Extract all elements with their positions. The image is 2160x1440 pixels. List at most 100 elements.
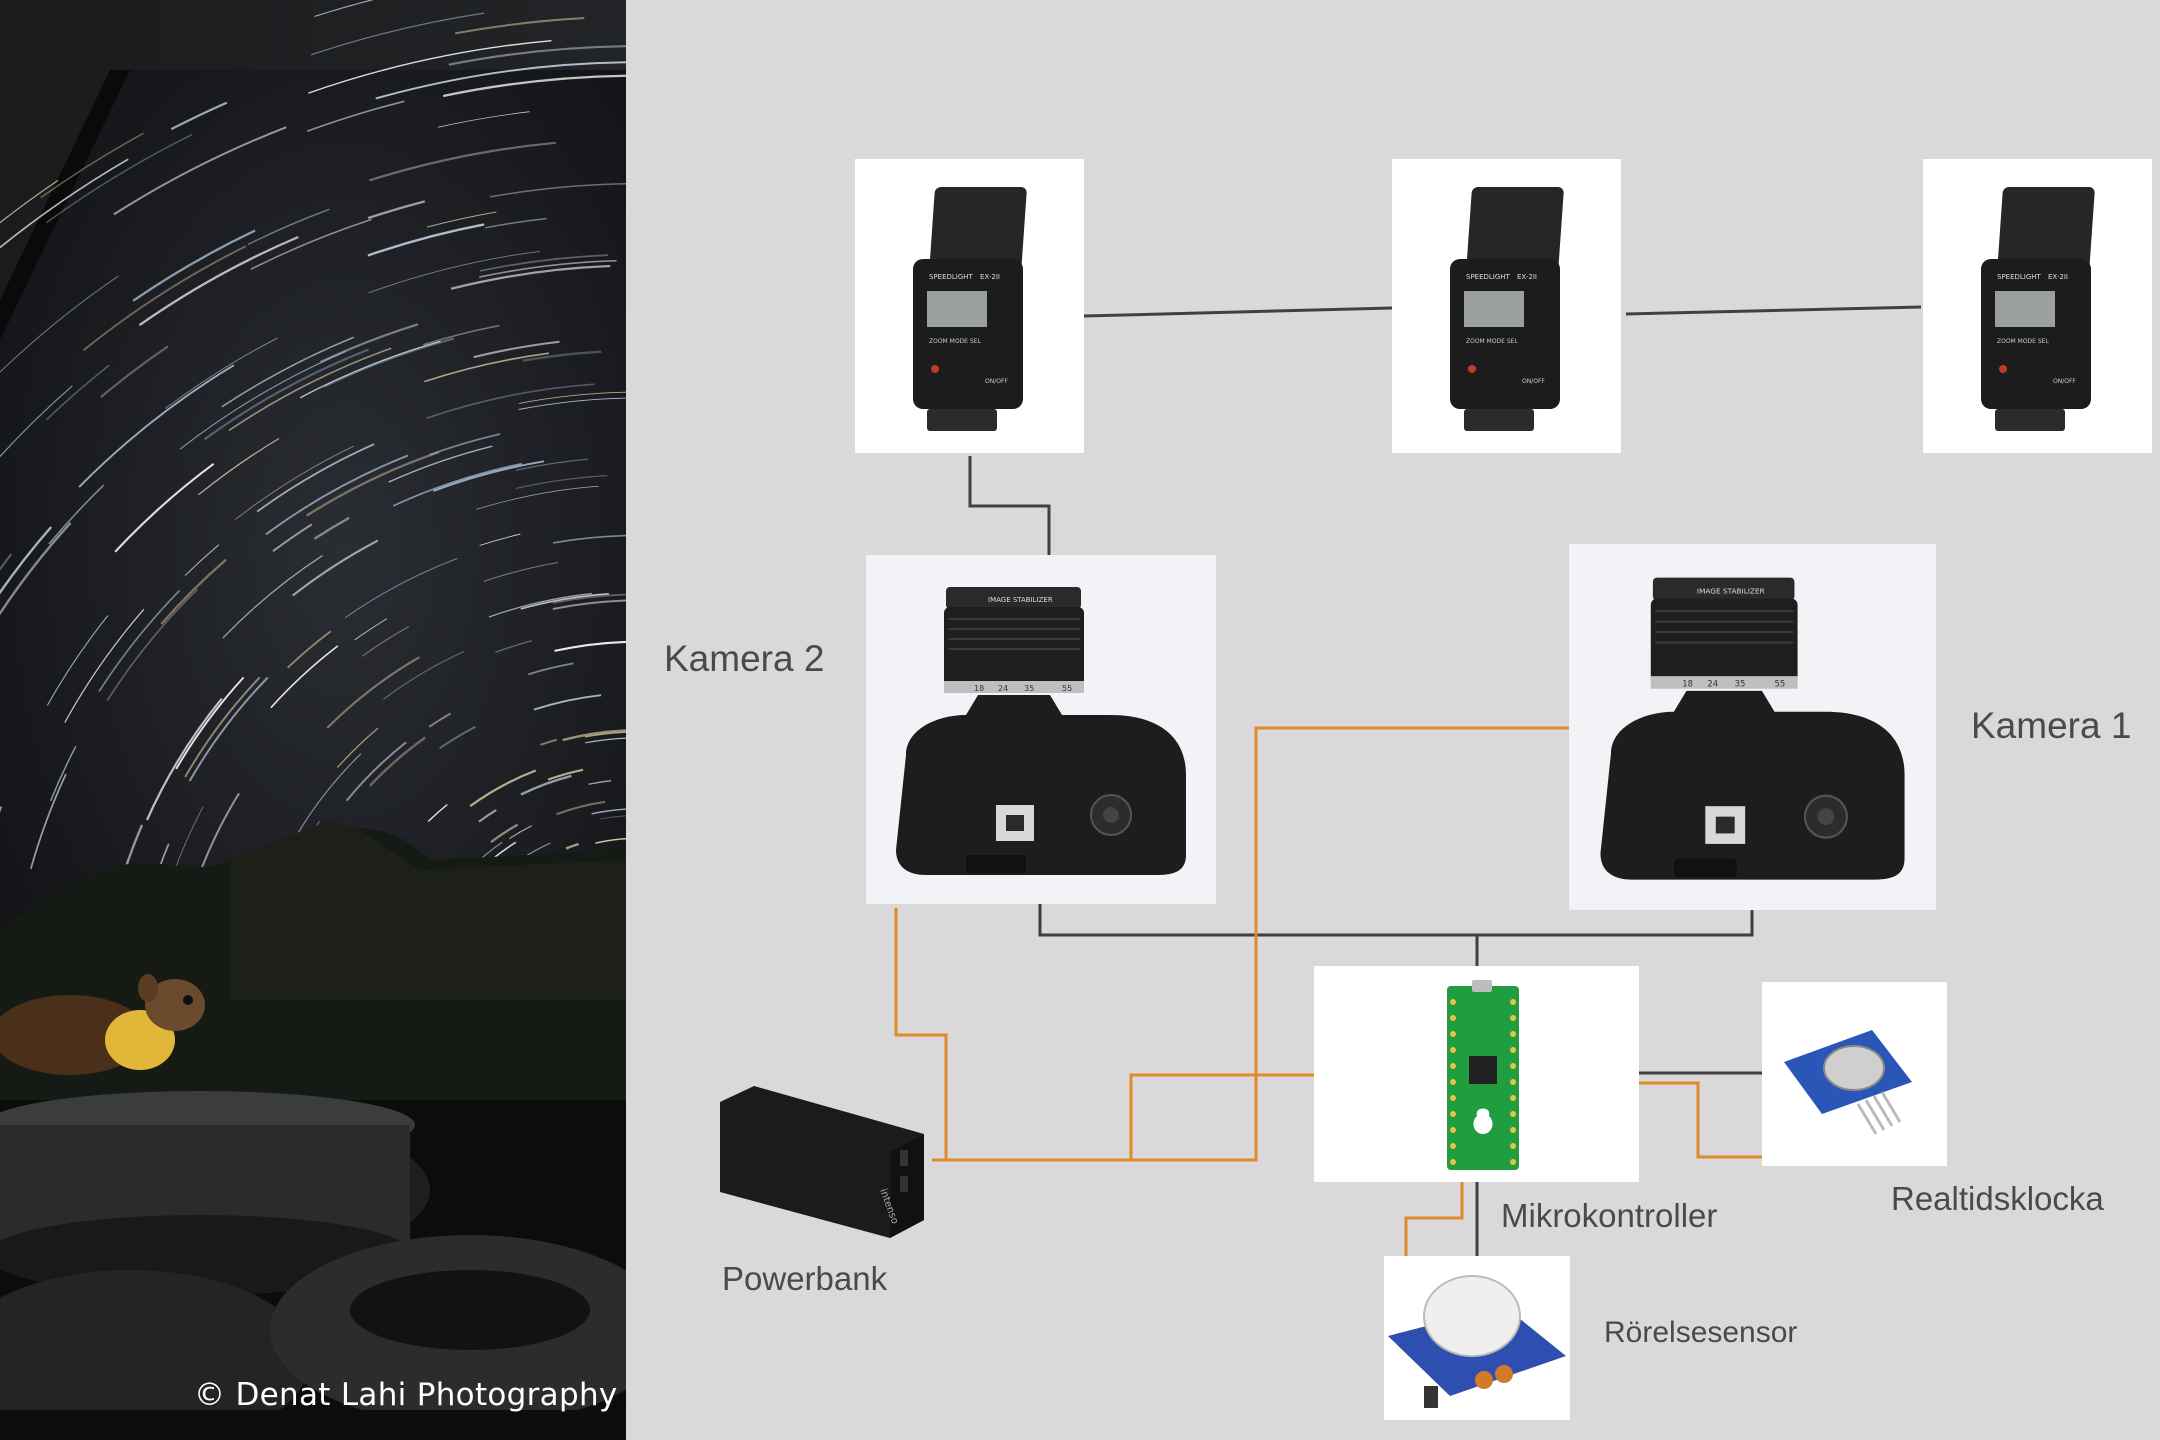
star-trail — [354, 618, 388, 641]
star-trail — [310, 12, 485, 56]
star-trail — [426, 383, 595, 420]
star-trail — [483, 561, 559, 582]
star-trail — [375, 61, 626, 100]
star-trail — [528, 662, 574, 676]
power-wires — [894, 726, 1762, 1256]
star-trail — [132, 229, 256, 302]
star-trail — [382, 651, 464, 700]
motion-sensor-icon — [1388, 1275, 1566, 1408]
star-trail — [429, 433, 501, 456]
star-trail — [250, 218, 372, 270]
star-trail — [428, 712, 452, 728]
label-powerbank: Powerbank — [722, 1260, 888, 1297]
flash-link-2-3 — [1625, 305, 1922, 316]
star-trail — [533, 694, 602, 711]
star-trail — [320, 323, 419, 364]
star-trail — [184, 676, 261, 778]
star-trail — [287, 630, 332, 669]
star-trail — [299, 340, 441, 399]
star-trail — [448, 45, 626, 66]
star-trail — [388, 445, 493, 483]
svg-text:ZOOM MODE SEL: ZOOM MODE SEL — [929, 338, 981, 345]
label-rorelsesensor: Rörelsesensor — [1604, 1316, 1798, 1349]
svg-text:EX-2II: EX-2II — [980, 273, 1000, 281]
star-trail — [313, 516, 350, 540]
star-trail — [323, 337, 455, 388]
svg-text:EX-2II: EX-2II — [2048, 273, 2068, 281]
star-trail — [369, 736, 426, 787]
star-trail — [297, 753, 362, 833]
star-trail — [221, 336, 354, 408]
svg-text:ZOOM MODE SEL: ZOOM MODE SEL — [1466, 338, 1518, 345]
star-trail — [49, 745, 77, 802]
flash-2: SPEEDLIGHT EX-2II ZOOM MODE SEL ON/OFF — [1392, 159, 1621, 453]
star-trail — [165, 337, 278, 409]
star-trail — [368, 250, 540, 294]
star-trail — [179, 350, 347, 450]
flash-1: SPEEDLIGHT EX-2II ZOOM MODE SEL ON/OFF — [855, 159, 1084, 453]
star-trail — [45, 133, 193, 224]
svg-text:18: 18 — [1682, 679, 1693, 689]
star-trail — [106, 588, 198, 701]
star-trail — [427, 803, 448, 822]
star-trail — [160, 558, 227, 625]
star-trail — [520, 593, 609, 610]
star-trail — [234, 445, 355, 520]
star-trail — [138, 235, 299, 327]
star-trail — [591, 808, 626, 815]
star-trail — [522, 350, 602, 362]
star-trail — [78, 364, 235, 488]
wildlife-photo: © Denat Lahi Photography — [0, 0, 626, 1440]
star-trail — [48, 484, 105, 545]
star-trail — [433, 460, 545, 492]
star-trail — [518, 391, 626, 404]
svg-text:ON/OFF: ON/OFF — [2053, 378, 2076, 385]
svg-text:SPEEDLIGHT: SPEEDLIGHT — [1997, 273, 2042, 281]
star-trail — [554, 640, 626, 652]
star-trail — [98, 589, 181, 692]
star-trail — [479, 533, 521, 546]
star-trail — [565, 842, 580, 850]
star-trail — [45, 364, 110, 421]
star-trail — [361, 625, 410, 657]
star-trail — [509, 825, 532, 840]
flash-to-camera2 — [968, 456, 1051, 558]
star-trail — [0, 385, 73, 458]
star-trail — [515, 475, 608, 489]
star-trail — [83, 245, 247, 351]
camera-2: IMAGE STABILIZER 18 24 35 55 — [866, 555, 1216, 904]
star-trail — [439, 725, 476, 750]
flash-icon: SPEEDLIGHT EX-2II ZOOM MODE SEL ON/OFF — [913, 187, 1027, 431]
flash-icon: SPEEDLIGHT EX-2II ZOOM MODE SEL ON/OFF — [1450, 187, 1564, 431]
star-trail — [228, 347, 392, 432]
powerbank: intenso — [712, 1080, 928, 1240]
svg-text:IMAGE STABILIZER: IMAGE STABILIZER — [988, 596, 1053, 604]
star-trail — [552, 593, 626, 604]
marten — [0, 974, 205, 1075]
svg-text:18: 18 — [974, 684, 984, 693]
star-trail — [184, 544, 220, 576]
star-trail — [203, 348, 370, 441]
star-trail — [518, 397, 626, 410]
star-trail — [369, 141, 556, 182]
star-trail — [0, 521, 72, 616]
star-trail — [345, 741, 407, 802]
star-trail — [588, 780, 612, 785]
star-trail — [367, 223, 485, 257]
power-bus-to-mcu — [894, 908, 1315, 1162]
star-trail — [170, 101, 228, 131]
flash-icon: SPEEDLIGHT EX-2II ZOOM MODE SEL ON/OFF — [1981, 187, 2095, 431]
star-trail — [450, 264, 611, 290]
star-trail — [426, 211, 497, 228]
star-trail — [270, 645, 339, 709]
star-trail — [292, 539, 379, 597]
star-trail — [455, 17, 585, 35]
microcontroller — [1314, 966, 1639, 1182]
star-trail — [188, 676, 269, 782]
star-trail — [40, 132, 144, 199]
tyre-stack — [0, 1091, 626, 1440]
star-trail — [222, 554, 323, 639]
star-trail — [0, 179, 59, 224]
star-trail-photo — [0, 0, 626, 1440]
star-trail — [552, 599, 626, 610]
